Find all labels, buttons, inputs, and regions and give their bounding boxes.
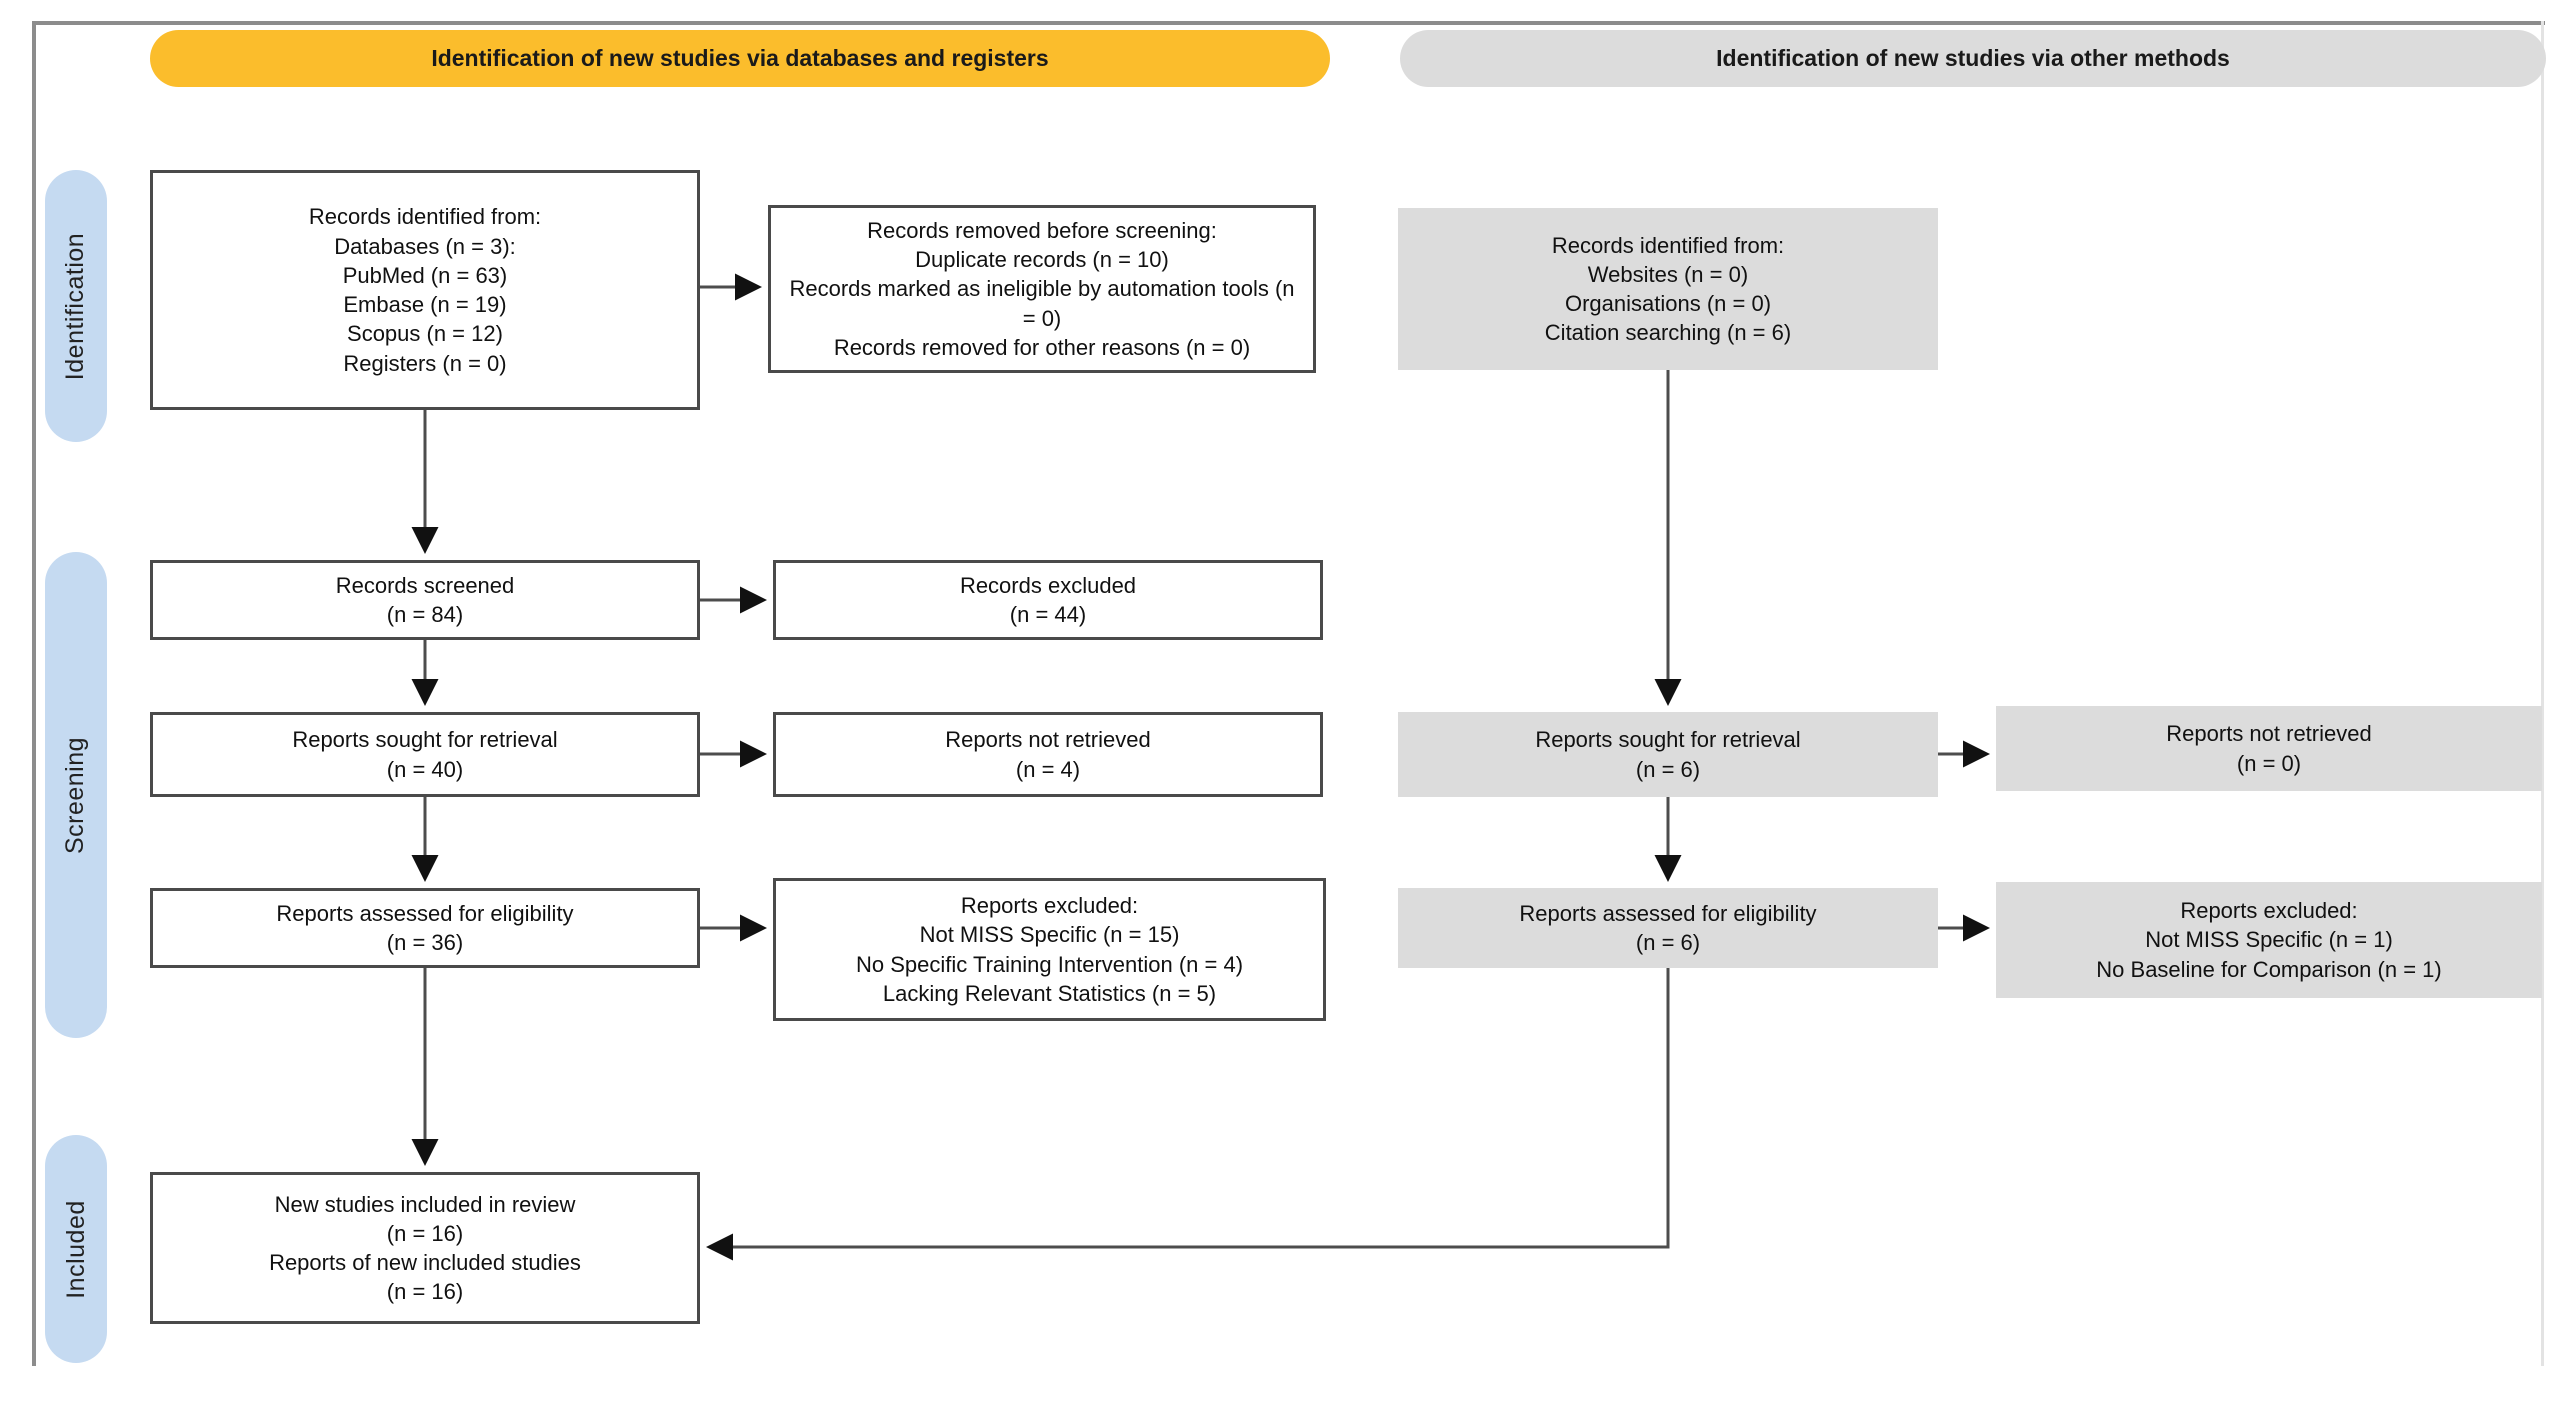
box-records-excluded: Records excluded (n = 44): [773, 560, 1323, 640]
stage-identification: Identification: [45, 170, 107, 442]
box-records-removed-before-screening-text: Records removed before screening: Duplic…: [789, 217, 1295, 360]
box-records-identified-databases: Records identified from: Databases (n = …: [150, 170, 700, 410]
header-other-methods-label: Identification of new studies via other …: [1716, 45, 2230, 71]
box-reports-excluded-databases-text: Reports excluded: Not MISS Specific (n =…: [855, 893, 1244, 1006]
box-records-screened-text: Records screened (n = 84): [335, 572, 515, 627]
stage-included: Included: [45, 1135, 107, 1363]
header-other-methods: Identification of new studies via other …: [1400, 30, 2546, 87]
box-reports-assessed-other: Reports assessed for eligibility (n = 6): [1398, 888, 1938, 968]
box-reports-sought-databases-text: Reports sought for retrieval (n = 40): [292, 727, 558, 782]
box-records-identified-other: Records identified from: Websites (n = 0…: [1398, 208, 1938, 370]
box-new-studies-included: New studies included in review (n = 16) …: [150, 1172, 700, 1324]
box-reports-not-retrieved-other-text: Reports not retrieved (n = 0): [2166, 721, 2372, 776]
box-reports-assessed-databases-text: Reports assessed for eligibility (n = 36…: [276, 900, 574, 955]
box-reports-excluded-other-text: Reports excluded: Not MISS Specific (n =…: [2096, 898, 2442, 982]
box-records-removed-before-screening: Records removed before screening: Duplic…: [768, 205, 1316, 373]
header-databases-registers-label: Identification of new studies via databa…: [431, 45, 1049, 71]
box-reports-sought-other: Reports sought for retrieval (n = 6): [1398, 712, 1938, 797]
box-reports-not-retrieved-databases: Reports not retrieved (n = 4): [773, 712, 1323, 797]
stage-screening-label: Screening: [61, 736, 90, 854]
stage-screening: Screening: [45, 552, 107, 1038]
frame-left-border: [32, 21, 36, 1366]
stage-identification-label: Identification: [61, 232, 90, 380]
frame-top-border: [32, 21, 2545, 25]
box-reports-excluded-databases: Reports excluded: Not MISS Specific (n =…: [773, 878, 1326, 1021]
box-reports-not-retrieved-other: Reports not retrieved (n = 0): [1996, 706, 2542, 791]
box-reports-sought-databases: Reports sought for retrieval (n = 40): [150, 712, 700, 797]
header-databases-registers: Identification of new studies via databa…: [150, 30, 1330, 87]
box-reports-assessed-other-text: Reports assessed for eligibility (n = 6): [1519, 900, 1817, 955]
box-records-identified-other-text: Records identified from: Websites (n = 0…: [1544, 232, 1792, 346]
box-reports-not-retrieved-databases-text: Reports not retrieved (n = 4): [945, 727, 1151, 782]
stage-included-label: Included: [61, 1199, 90, 1299]
box-new-studies-included-text: New studies included in review (n = 16) …: [269, 1191, 581, 1305]
box-records-screened: Records screened (n = 84): [150, 560, 700, 640]
box-reports-excluded-other: Reports excluded: Not MISS Specific (n =…: [1996, 882, 2542, 998]
box-records-identified-databases-text: Records identified from: Databases (n = …: [308, 204, 542, 376]
box-reports-assessed-databases: Reports assessed for eligibility (n = 36…: [150, 888, 700, 968]
box-reports-sought-other-text: Reports sought for retrieval (n = 6): [1535, 727, 1801, 782]
frame-right-border: [2541, 21, 2544, 1366]
box-records-excluded-text: Records excluded (n = 44): [959, 572, 1137, 627]
